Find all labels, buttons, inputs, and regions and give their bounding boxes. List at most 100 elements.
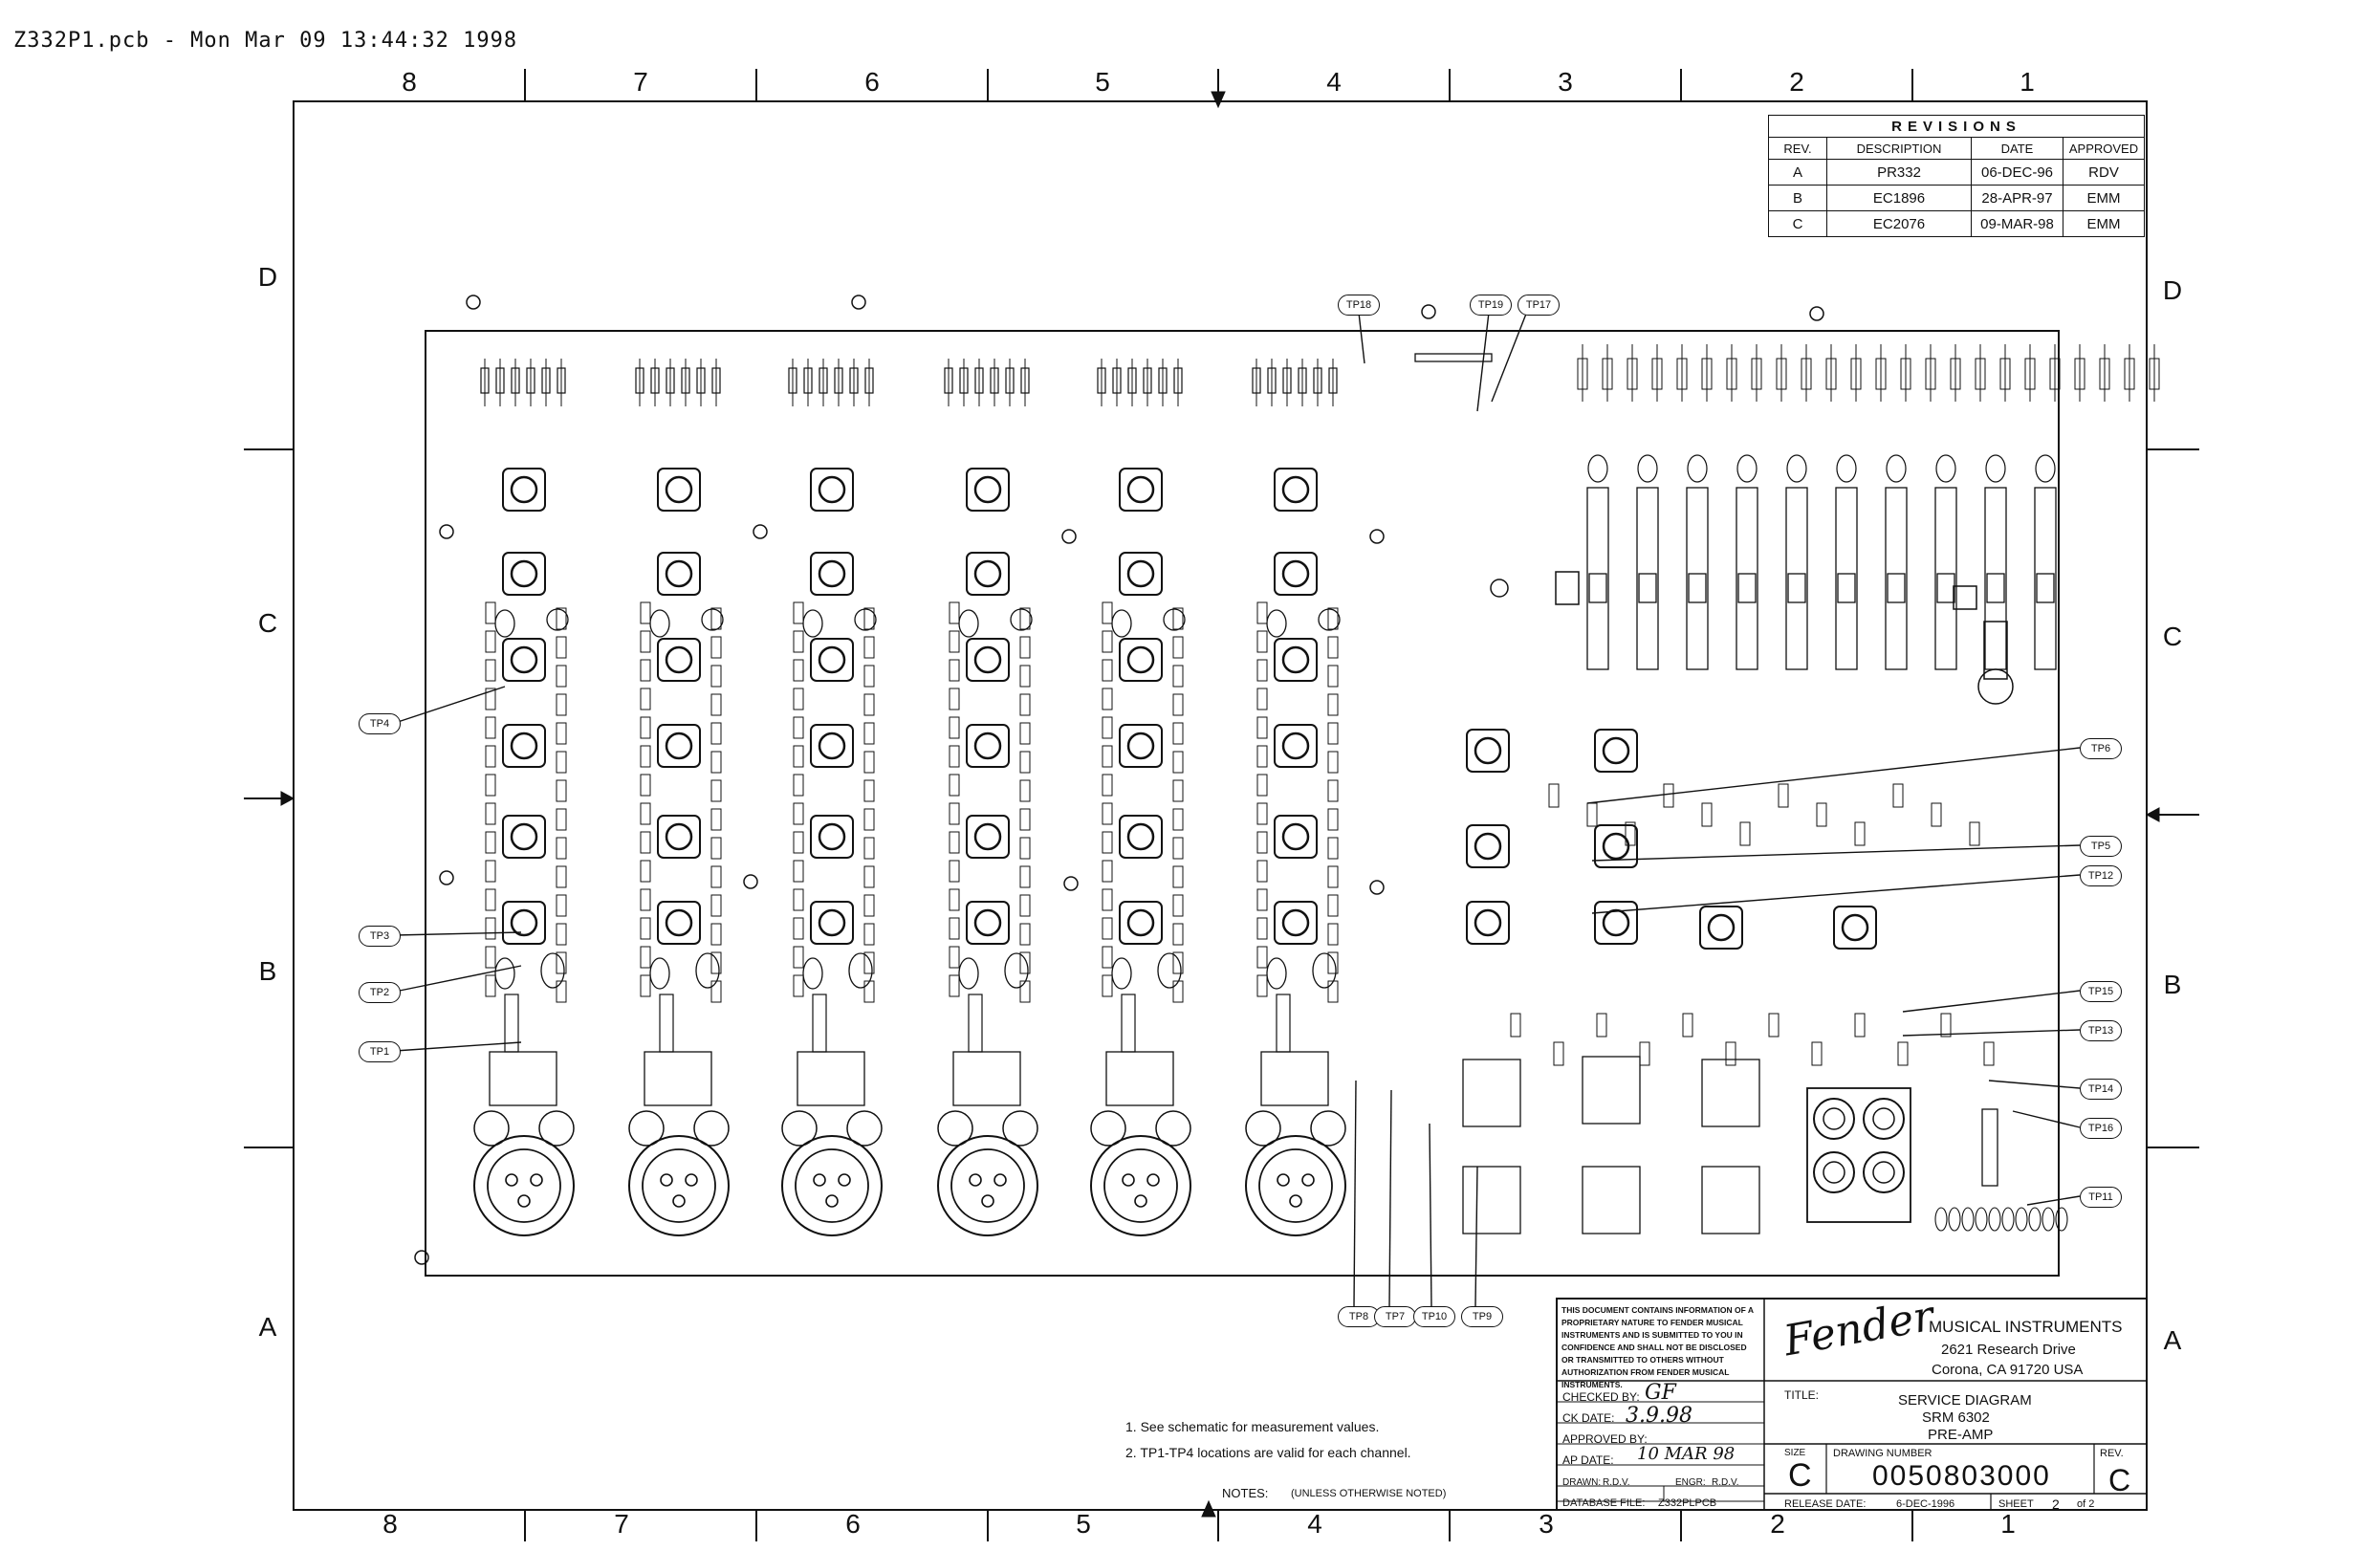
capacitor	[1886, 454, 1907, 483]
component	[640, 716, 651, 739]
mounting-hole	[439, 870, 454, 885]
capacitor	[1975, 1207, 1988, 1232]
component	[1102, 601, 1113, 624]
component	[1811, 1041, 1823, 1066]
capacitor	[1266, 957, 1287, 990]
component	[1019, 951, 1031, 974]
rev-cell: EC2076	[1826, 210, 1972, 237]
revisions-title: REVISIONS	[1768, 115, 2145, 138]
component	[1983, 1041, 1995, 1066]
capacitor	[2042, 1207, 2055, 1232]
mounting-hole	[1063, 876, 1079, 891]
notes-label: NOTES:	[1222, 1486, 1269, 1500]
zone-arrow-head	[280, 791, 295, 806]
component	[1596, 1013, 1607, 1038]
component	[1327, 923, 1339, 946]
component	[1172, 865, 1184, 888]
rca-jack-inner	[1872, 1161, 1895, 1184]
zone-arrow-head	[1211, 91, 1226, 109]
pot-knob	[818, 559, 846, 588]
pot-knob	[510, 822, 538, 851]
rca-jack	[1813, 1151, 1855, 1193]
xlr-pin	[685, 1173, 698, 1187]
capacitor	[802, 609, 823, 638]
leader-line	[1476, 303, 1491, 412]
pot-knob	[665, 645, 693, 674]
capacitor	[494, 957, 515, 990]
xlr-jack-inner	[1258, 1148, 1333, 1223]
component	[1172, 636, 1184, 659]
potentiometer	[1699, 906, 1743, 950]
component	[1327, 808, 1339, 831]
capacitor	[1245, 1110, 1281, 1147]
title-label: TITLE:	[1784, 1388, 1820, 1402]
confidential-notice: THIS DOCUMENT CONTAINS INFORMATION OF A …	[1561, 1305, 1754, 1389]
sheet-number: 2	[2052, 1496, 2060, 1512]
component	[863, 779, 875, 802]
xlr-jack-outer	[937, 1135, 1038, 1236]
ap-date-label: AP DATE:	[1562, 1453, 1614, 1467]
component	[1327, 951, 1339, 974]
component	[1102, 688, 1113, 710]
component	[556, 751, 567, 774]
component	[1172, 665, 1184, 688]
zone-label: 3	[1539, 1509, 1554, 1539]
mounting-hole	[743, 874, 758, 889]
zone-label: 8	[402, 67, 417, 97]
zone-label: D	[2162, 275, 2183, 305]
component	[793, 659, 804, 682]
pot-knob	[1126, 559, 1155, 588]
rev-cell: 06-DEC-96	[1971, 159, 2063, 186]
pot-knob	[510, 732, 538, 760]
potentiometer	[657, 552, 701, 596]
potentiometer	[1274, 552, 1318, 596]
component	[1172, 923, 1184, 946]
component	[556, 722, 567, 745]
component	[863, 693, 875, 716]
component	[640, 630, 651, 653]
component	[1256, 802, 1268, 825]
ic-package	[952, 1051, 1021, 1106]
component	[710, 837, 722, 860]
pot-knob	[665, 559, 693, 588]
component	[863, 923, 875, 946]
zone-label: 7	[633, 67, 648, 97]
ic	[812, 994, 827, 1053]
potentiometer	[1274, 815, 1318, 859]
capacitor	[1637, 454, 1658, 483]
component	[485, 831, 496, 854]
component	[485, 774, 496, 797]
component	[1172, 837, 1184, 860]
xlr-pin	[1146, 1173, 1160, 1187]
potentiometer	[1594, 901, 1638, 945]
ic	[1276, 994, 1291, 1053]
potentiometer	[966, 724, 1010, 768]
component	[1172, 722, 1184, 745]
capacitor	[1004, 952, 1029, 989]
component	[1327, 665, 1339, 688]
component	[640, 917, 651, 940]
component	[1725, 1041, 1736, 1066]
mounting-hole	[414, 1250, 429, 1265]
component	[793, 946, 804, 969]
component	[1768, 1013, 1780, 1038]
component	[1256, 601, 1268, 624]
connector	[1414, 353, 1493, 362]
component	[1327, 693, 1339, 716]
zone-label: 2	[1770, 1509, 1785, 1539]
component	[1327, 894, 1339, 917]
component	[949, 659, 960, 682]
database-label: DATABASE FILE:	[1562, 1497, 1646, 1509]
zone-label: A	[2163, 1325, 2182, 1355]
ic	[1121, 994, 1136, 1053]
checked-by-label: CHECKED BY:	[1562, 1390, 1640, 1404]
potentiometer	[810, 552, 854, 596]
capacitor	[538, 1110, 575, 1147]
component	[1256, 630, 1268, 653]
leader-line	[394, 931, 522, 936]
potentiometer	[1119, 901, 1163, 945]
component	[1102, 630, 1113, 653]
potentiometer	[1119, 815, 1163, 859]
component	[863, 894, 875, 917]
potentiometer	[966, 638, 1010, 682]
